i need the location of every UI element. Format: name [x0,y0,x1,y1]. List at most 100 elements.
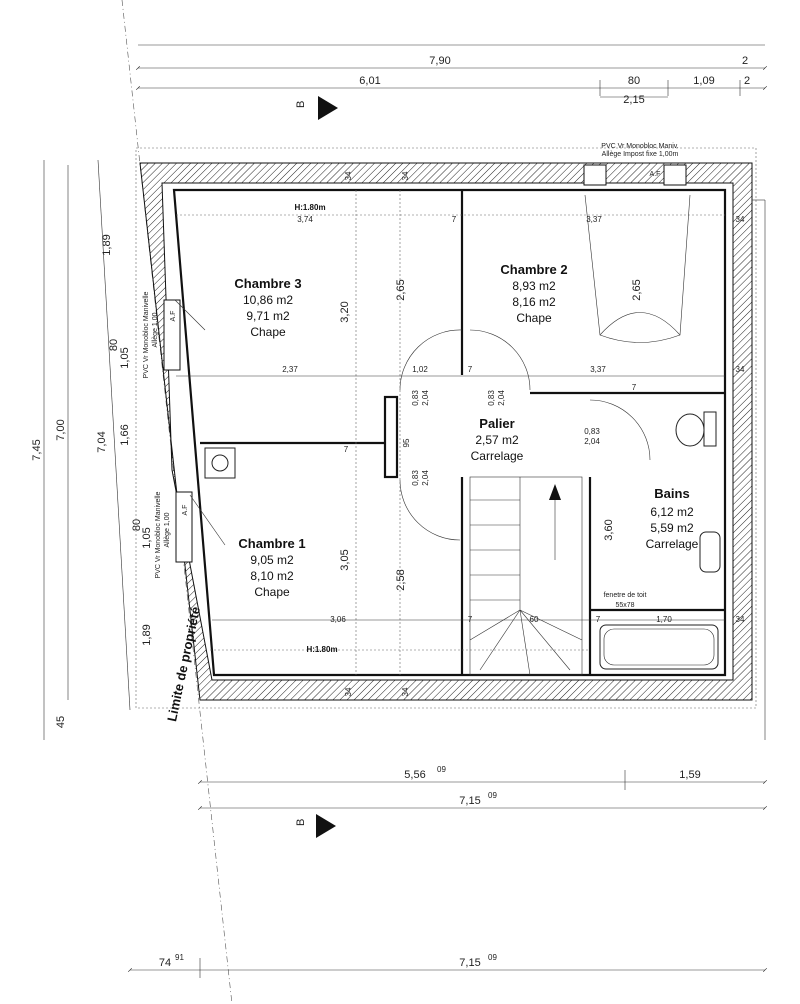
svg-text:2,65: 2,65 [631,279,643,300]
svg-text:7: 7 [468,365,473,374]
svg-text:Chape: Chape [516,311,552,325]
window-top-note-2: Allège Impost fixe 1,00m [602,151,679,158]
svg-text:7: 7 [344,445,349,454]
svg-text:2,37: 2,37 [282,365,298,374]
svg-text:H:1.80m: H:1.80m [306,645,337,654]
svg-text:Palier: Palier [479,416,514,431]
dim-top-left: 6,01 [359,75,380,87]
svg-text:0,83: 0,83 [411,390,420,406]
outer-walls [135,147,757,709]
svg-text:10,86 m2: 10,86 m2 [243,293,293,307]
window-chambre2 [583,164,607,186]
interior-dimensions: H:1.80m 3,74 3,37 3,20 2,65 2,65 2,37 1,… [176,171,745,696]
svg-text:3,05: 3,05 [339,549,351,570]
section-marker-bottom: B [295,814,336,838]
svg-text:34: 34 [344,687,353,696]
svg-text:7: 7 [468,615,473,624]
dim-left-166: 1,66 [119,424,131,445]
roof-window-note: fenetre de toit [604,592,647,599]
svg-text:95: 95 [402,438,411,447]
svg-text:0,83: 0,83 [584,427,600,436]
door-swings [174,299,651,546]
svg-text:2,04: 2,04 [584,437,600,446]
svg-text:A.F: A.F [650,171,661,178]
svg-text:09: 09 [488,791,497,800]
svg-text:Carrelage: Carrelage [646,537,699,551]
window-left-note-2: PVC Vr Monobloc Manivelle [155,491,162,578]
svg-text:7: 7 [596,615,601,624]
svg-text:0,83: 0,83 [411,470,420,486]
staircase [469,476,583,676]
svg-text:09: 09 [488,953,497,962]
dim-left-745: 7,45 [31,439,43,460]
bottom-dimensions: 5,56 09 1,59 7,15 09 74 91 7,15 09 [127,765,768,978]
svg-text:34: 34 [401,171,410,180]
svg-text:3,60: 3,60 [603,519,615,540]
section-marker-top: B [295,96,338,120]
dim-left-45: 45 [55,716,67,728]
svg-text:34: 34 [344,171,353,180]
room-chambre2: Chambre 2 8,93 m2 8,16 m2 Chape [500,262,567,325]
dim-bottom-159: 1,59 [679,769,700,781]
room-chambre3: Chambre 3 10,86 m2 9,71 m2 Chape [234,276,301,339]
svg-text:5,59 m2: 5,59 m2 [650,521,694,535]
dim-top-2a: 2 [742,55,748,67]
svg-text:0,83: 0,83 [487,390,496,406]
svg-text:7: 7 [632,383,637,392]
left-dimensions: 7,45 7,00 7,04 1,89 80 1,05 1,66 80 1,05… [31,159,153,740]
svg-text:Chambre 2: Chambre 2 [500,262,567,277]
window-chambre1 [175,491,193,563]
svg-text:9,05 m2: 9,05 m2 [250,553,294,567]
svg-text:2,04: 2,04 [497,390,506,406]
dim-top-80: 80 [628,75,640,87]
svg-text:Chape: Chape [254,585,290,599]
svg-text:B: B [295,101,307,108]
svg-text:3,37: 3,37 [590,365,606,374]
svg-text:2,04: 2,04 [421,390,430,406]
dim-left-189b: 1,89 [141,624,153,645]
svg-text:Carrelage: Carrelage [471,449,524,463]
dim-left-105b: 1,05 [141,527,153,548]
svg-text:6,12 m2: 6,12 m2 [650,505,694,519]
svg-text:34: 34 [736,615,745,624]
svg-text:8,10 m2: 8,10 m2 [250,569,294,583]
window-left-note-2b: Allège 1,00 [164,512,171,547]
svg-text:Chambre 1: Chambre 1 [238,536,305,551]
svg-text:2,58: 2,58 [395,569,407,590]
svg-text:2,04: 2,04 [421,470,430,486]
dim-bottom-556: 5,56 [404,769,425,781]
svg-text:09: 09 [437,765,446,774]
svg-text:60: 60 [530,615,539,624]
dim-left-105a: 1,05 [119,347,131,368]
svg-text:3,06: 3,06 [330,615,346,624]
sink-chambre1 [204,447,236,479]
svg-text:34: 34 [736,365,745,374]
svg-text:3,74: 3,74 [297,215,313,224]
svg-text:8,16 m2: 8,16 m2 [512,295,556,309]
dim-left-700: 7,00 [55,419,67,440]
dim-left-80b: 80 [131,519,143,531]
svg-text:B: B [295,819,307,826]
svg-text:34: 34 [401,687,410,696]
svg-text:Chape: Chape [250,325,286,339]
svg-text:1,70: 1,70 [656,615,672,624]
bathtub [599,624,719,670]
dim-top-109: 1,09 [693,75,714,87]
dim-bottom-715b: 7,15 [459,957,480,969]
svg-text:2,57 m2: 2,57 m2 [475,433,519,447]
window-left-note-1: PVC Vr Monobloc Manivelle [143,291,150,378]
svg-text:Chambre 3: Chambre 3 [234,276,301,291]
dim-top-total: 7,90 [429,55,450,67]
svg-text:91: 91 [175,953,184,962]
dim-top-215: 2,15 [623,94,644,106]
property-limit-line [121,0,233,1004]
dim-left-80a: 80 [108,339,120,351]
room-palier: Palier 2,57 m2 Carrelage [471,416,524,463]
svg-text:Bains: Bains [654,486,689,501]
svg-text:34: 34 [736,215,745,224]
interior-walls [200,190,725,675]
dim-bottom-715a: 7,15 [459,795,480,807]
sink-bathroom [699,531,721,573]
svg-text:A.F: A.F [170,311,177,322]
